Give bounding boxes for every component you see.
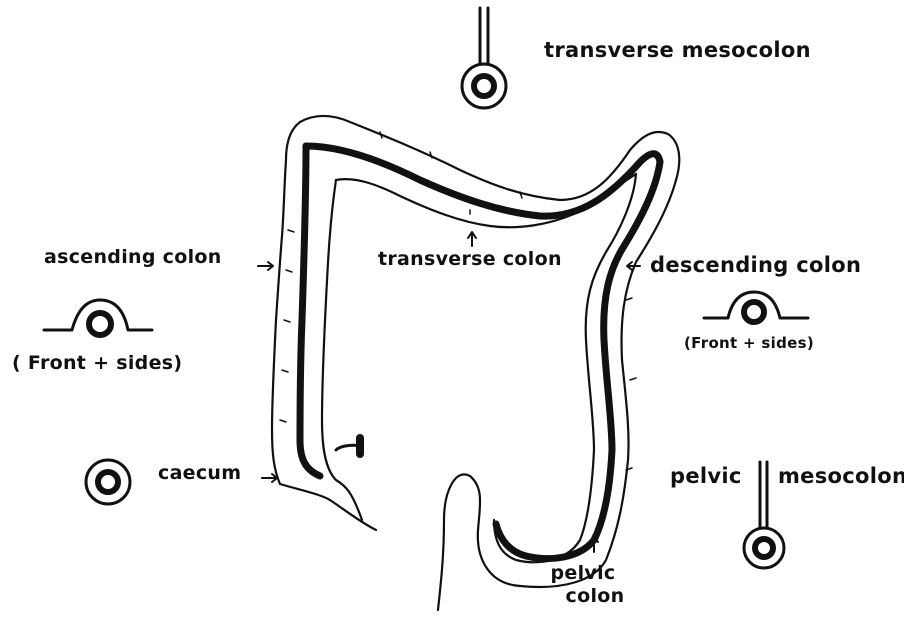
pelvic-colon-label-line2: colon: [560, 585, 630, 607]
ascending-colon-section: [44, 300, 152, 335]
wall-ticks: [280, 132, 636, 470]
pelvic-label: pelvic: [670, 464, 742, 488]
transverse-colon-label: transverse colon: [378, 248, 562, 270]
caecum-label: caecum: [158, 462, 241, 484]
front-sides-left-label: ( Front + sides): [12, 352, 182, 374]
pelvic-colon-label-line1: pelvic: [548, 562, 618, 584]
transverse-mesocolon-label: transverse mesocolon: [544, 38, 811, 62]
front-sides-right-label: (Front + sides): [684, 334, 814, 352]
descending-colon-section: [704, 292, 808, 322]
ascending-colon-label: ascending colon: [44, 246, 222, 268]
transverse-mesocolon-section: [462, 8, 506, 108]
descending-colon-label: descending colon: [650, 253, 861, 277]
label-arrows: [258, 232, 640, 552]
caecum-section: [86, 460, 130, 504]
pelvic-mesocolon-label: mesocolon: [778, 464, 904, 488]
colon-outer-wall: [272, 116, 679, 610]
